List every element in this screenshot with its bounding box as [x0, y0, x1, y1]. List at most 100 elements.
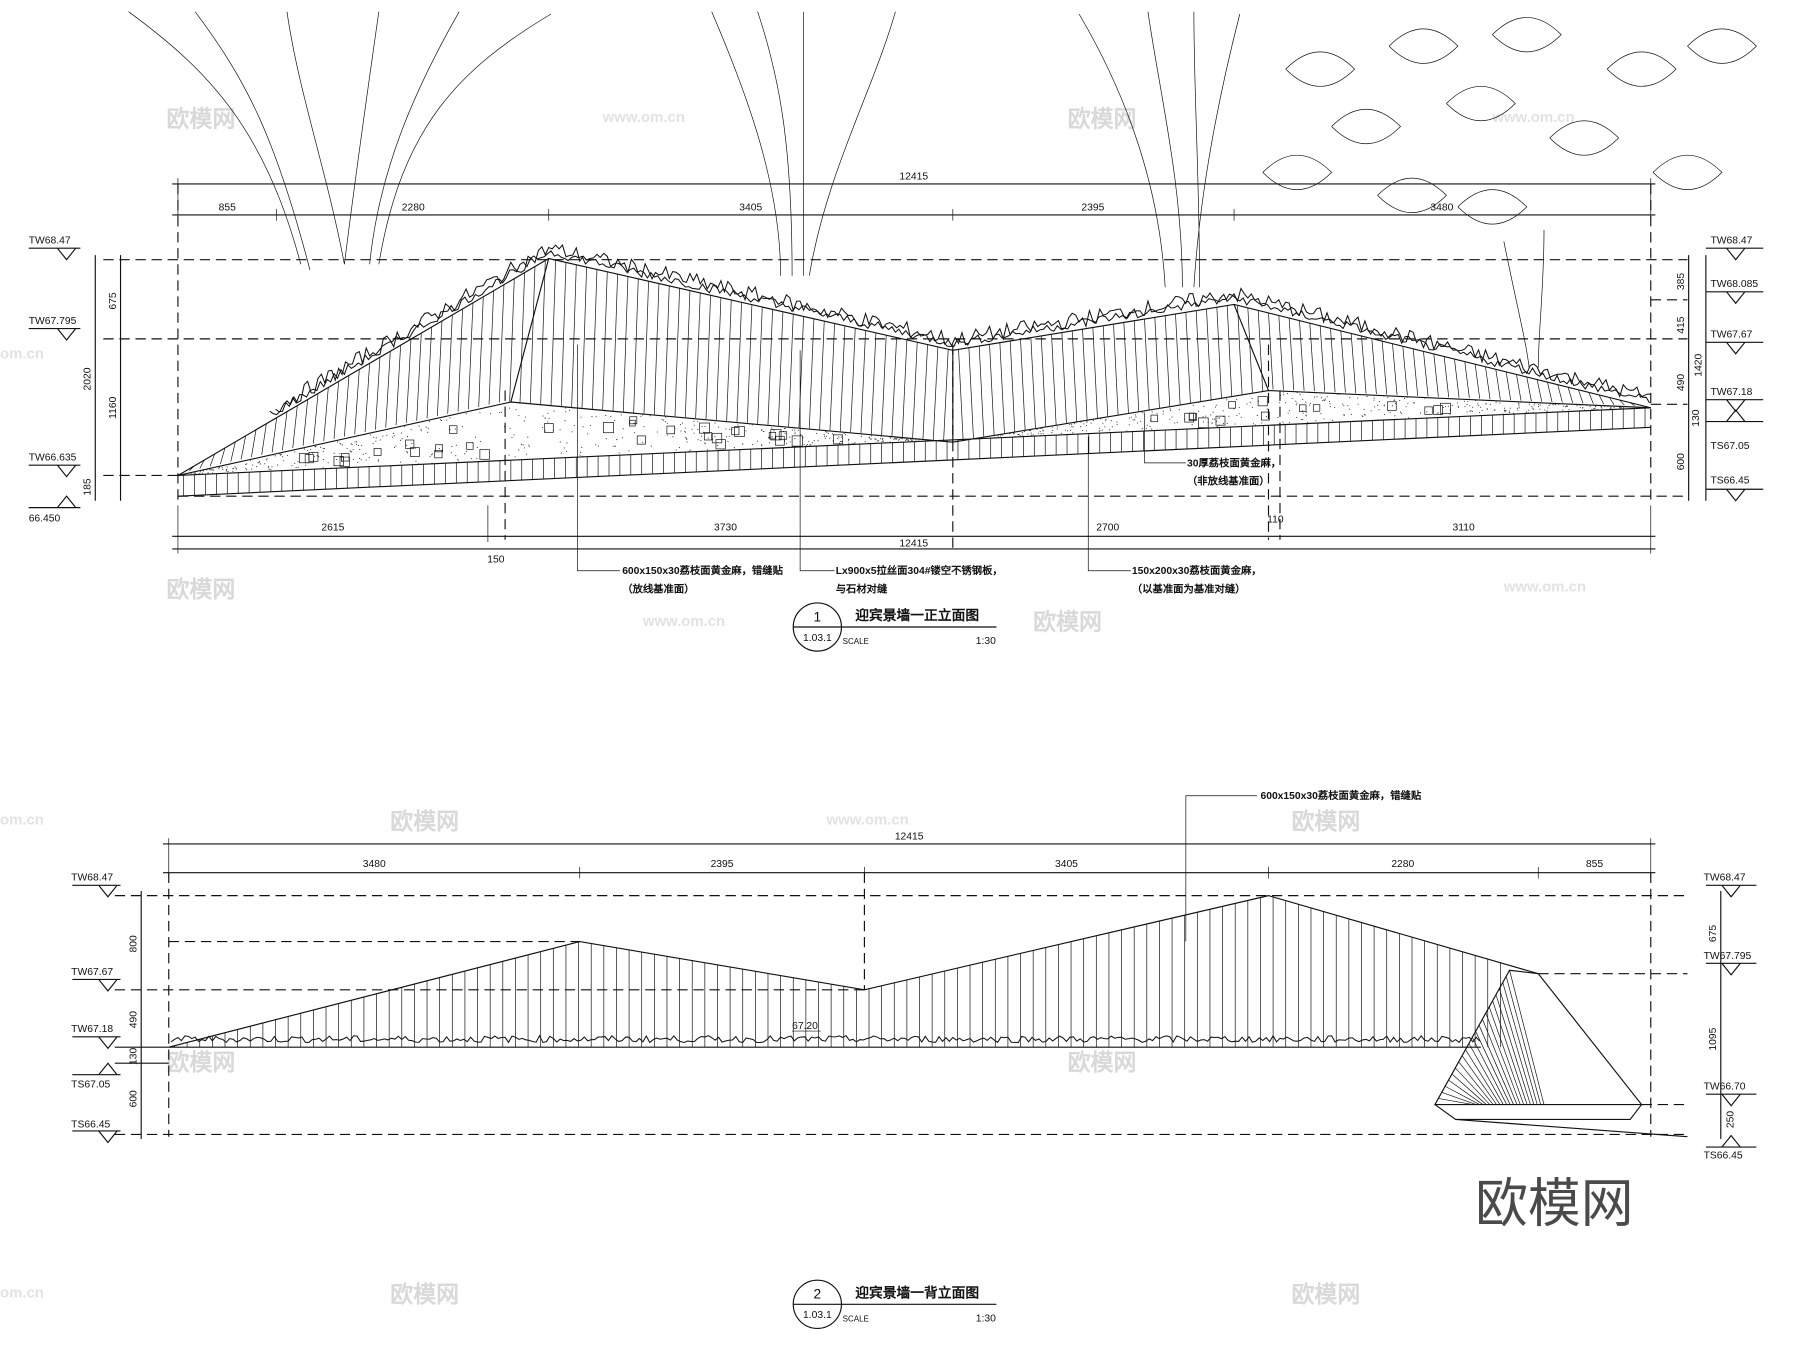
dim-vertical: 675 [1708, 925, 1719, 942]
stipple-dot [337, 441, 339, 443]
stipple-dot [1370, 410, 1372, 412]
dim-vertical: 130 [1691, 409, 1702, 426]
stipple-dot [1607, 409, 1609, 411]
stipple-dot [515, 409, 517, 411]
stipple-dot [222, 468, 224, 470]
stipple-dot [1214, 406, 1217, 408]
stipple-dot [700, 439, 702, 442]
stipple-dot [1508, 411, 1510, 414]
hatch-line [1061, 332, 1067, 424]
stipple-dot [1216, 426, 1218, 428]
stipple-dot [1032, 434, 1034, 436]
stipple-dot [1593, 408, 1595, 410]
level-label: 66.450 [29, 513, 61, 524]
dim-segment: 110 [1267, 515, 1284, 526]
stipple-dot [234, 466, 236, 468]
stone-block [410, 447, 420, 457]
stipple-dot [1035, 435, 1037, 437]
stipple-dot [1363, 408, 1365, 411]
stipple-dot [1469, 405, 1471, 407]
hatch-line [1030, 337, 1036, 429]
stipple-dot [789, 436, 791, 438]
stipple-dot [1596, 408, 1598, 411]
stipple-dot [212, 469, 215, 471]
stipple-dot [718, 426, 720, 428]
stipple-dot [1322, 400, 1324, 402]
hatch-line [943, 349, 949, 441]
hatch-line [519, 272, 525, 403]
stipple-dot [896, 437, 899, 439]
hatch-line [1381, 341, 1388, 395]
stipple-dot [1017, 433, 1019, 436]
stipple-dot [341, 444, 343, 446]
stipple-dot [1410, 418, 1412, 420]
stipple-dot [878, 439, 880, 442]
stone-block [770, 429, 782, 441]
stipple-dot [1105, 418, 1107, 420]
stipple-dot [1132, 419, 1134, 421]
level-label: TW67.18 [71, 1024, 113, 1035]
sheet-number: 1.03.1 [803, 1310, 832, 1321]
hatch-line [798, 316, 804, 428]
stipple-dot [1547, 407, 1549, 409]
stipple-dot [457, 460, 459, 462]
stipple-dot [1423, 397, 1426, 399]
stipple-dot [420, 430, 422, 432]
stipple-dot [1339, 393, 1341, 395]
stipple-dot [580, 451, 582, 454]
hatch-line [375, 357, 381, 430]
stipple-dot [1240, 416, 1242, 418]
stipple-dot [1308, 404, 1311, 406]
stipple-dot [1105, 420, 1107, 422]
stipple-dot [697, 439, 699, 441]
hatch-line [901, 339, 908, 437]
stipple-dot [382, 435, 384, 437]
watermark-site: www.om.cn [826, 811, 909, 828]
hatch-line [364, 363, 370, 433]
stipple-dot [291, 465, 293, 467]
stone-block [1433, 405, 1443, 415]
stipple-dot [1549, 403, 1551, 405]
hatch-line [1371, 338, 1377, 395]
stipple-dot [1126, 430, 1128, 432]
stone-block [1228, 401, 1236, 409]
stipple-dot [793, 427, 795, 429]
dim-vertical: 1095 [1708, 1027, 1719, 1050]
stipple-dot [1610, 406, 1612, 408]
stipple-dot [202, 470, 204, 472]
stipple-dot [465, 413, 467, 415]
stipple-dot [810, 444, 812, 446]
stipple-dot [228, 463, 230, 466]
stipple-dot [1329, 402, 1331, 404]
stipple-dot [1504, 410, 1506, 412]
stone-block [1257, 396, 1268, 407]
stipple-dot [851, 443, 853, 445]
stipple-dot [1300, 418, 1302, 420]
level-label: TW68.47 [1704, 873, 1746, 884]
stipple-dot [876, 440, 878, 442]
hatch-line [1009, 340, 1016, 432]
stipple-dot [324, 447, 326, 450]
stipple-dot [377, 459, 380, 461]
stipple-dot [1538, 404, 1540, 406]
stipple-dot [1383, 414, 1386, 416]
stipple-dot [1391, 418, 1393, 420]
stipple-dot [797, 429, 799, 431]
stipple-dot [1594, 409, 1597, 411]
stipple-dot [357, 461, 359, 463]
stipple-dot [339, 442, 341, 444]
stipple-dot [259, 463, 261, 465]
stipple-dot [359, 457, 361, 460]
stipple-dot [672, 436, 674, 438]
stipple-dot [373, 436, 375, 439]
stipple-dot [1600, 406, 1602, 408]
stipple-dot [882, 440, 884, 442]
stipple-dot [1134, 419, 1136, 421]
watermark-site: om.cn [0, 1284, 44, 1301]
stipple-dot [1554, 403, 1556, 406]
stone-block [405, 439, 415, 449]
stipple-dot [840, 436, 842, 438]
hatch-line [705, 295, 711, 420]
stone-block [734, 426, 745, 437]
stipple-dot [1464, 400, 1466, 402]
